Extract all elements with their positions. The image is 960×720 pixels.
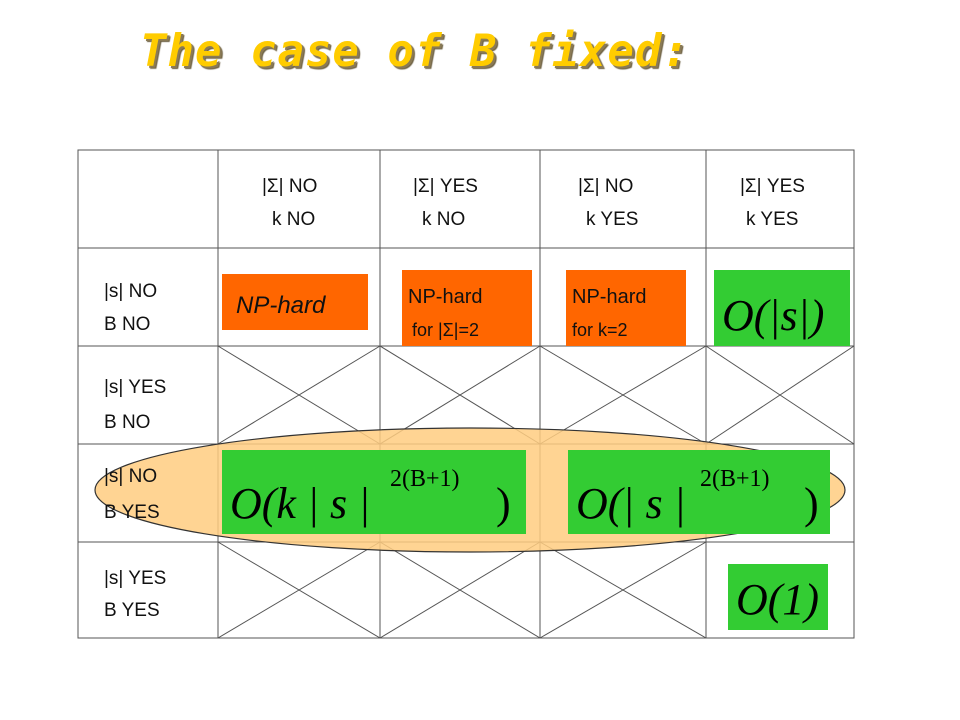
table-frame xyxy=(77,149,855,639)
cross-marks-row-4 xyxy=(217,541,707,639)
row-header-1: |s| NO xyxy=(104,281,157,302)
column-header-2: |Σ| YES xyxy=(413,176,478,197)
cross-marks-row-2 xyxy=(217,345,855,445)
np-hard-label-2: NP-hard xyxy=(408,286,482,308)
column-header-4-sub: k YES xyxy=(746,209,798,230)
column-header-2-sub: k NO xyxy=(422,209,465,230)
np-hard-label-1: NP-hard xyxy=(236,292,326,319)
formula-const: O(1) xyxy=(736,575,819,624)
row-header-4-sub: B YES xyxy=(104,600,160,621)
column-header-3: |Σ| NO xyxy=(578,176,633,197)
column-header-3-sub: k YES xyxy=(586,209,638,230)
column-header-4: |Σ| YES xyxy=(740,176,805,197)
row-header-2-sub: B NO xyxy=(104,412,150,433)
np-hard-label-3: NP-hard xyxy=(572,286,646,308)
column-header-1: |Σ| NO xyxy=(262,176,317,197)
formula-k-close: ) xyxy=(496,479,511,528)
formula-box-k xyxy=(222,450,526,534)
formula-nok-exponent: 2(B+1) xyxy=(700,466,770,492)
row-header-3-sub: B YES xyxy=(104,502,160,523)
formula-box-const xyxy=(728,564,828,630)
formula-box-nok xyxy=(568,450,830,534)
row-header-1-sub: B NO xyxy=(104,314,150,335)
formula-box-linear xyxy=(714,270,850,346)
formula-k-exponent: 2(B+1) xyxy=(390,466,460,492)
row-header-4: |s| YES xyxy=(104,568,166,589)
np-hard-box-1 xyxy=(222,274,368,330)
formula-k: O(k | s | xyxy=(230,479,370,528)
np-hard-box-3 xyxy=(566,270,686,346)
formula-nok: O(| s | xyxy=(576,479,686,528)
row-header-2: |s| YES xyxy=(104,377,166,398)
np-hard-detail-2: for |Σ|=2 xyxy=(412,320,479,340)
column-header-1-sub: k NO xyxy=(272,209,315,230)
np-hard-detail-3: for k=2 xyxy=(572,320,628,340)
row-header-3: |s| NO xyxy=(104,466,157,487)
formula-linear: O(|s|) xyxy=(722,291,824,340)
slide-title: The case of B fixed: xyxy=(140,26,690,77)
np-hard-box-2 xyxy=(402,270,532,346)
formula-nok-close: ) xyxy=(804,479,819,528)
